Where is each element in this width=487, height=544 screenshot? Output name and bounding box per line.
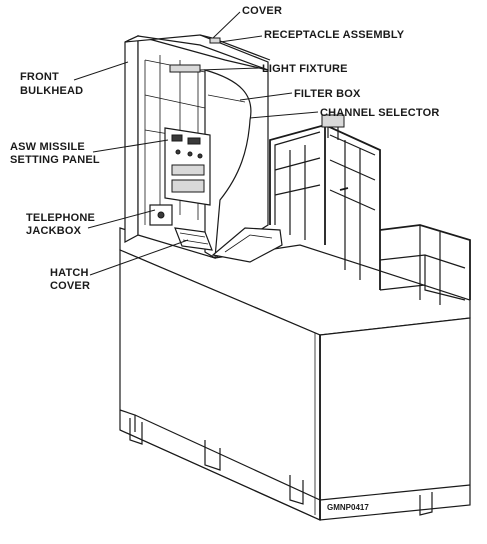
leader-receptacle — [219, 35, 263, 43]
labels: COVER RECEPTACLE ASSEMBLY FRONT BULKHEAD… — [10, 5, 440, 512]
label-hatch-2: COVER — [50, 280, 90, 292]
leader-telephone — [87, 209, 156, 229]
leader-cover — [212, 11, 241, 39]
label-front-bulkhead-2: BULKHEAD — [20, 85, 83, 97]
label-telephone-2: JACKBOX — [26, 225, 82, 237]
leader-light-fixture — [199, 67, 261, 71]
railing-structure — [269, 114, 471, 305]
leader-channel-selector — [249, 111, 319, 119]
label-filter-box: FILTER BOX — [294, 88, 361, 100]
leader-front-bulkhead — [73, 61, 129, 81]
label-hatch-1: HATCH — [50, 267, 89, 279]
leader-lines — [73, 11, 319, 276]
front-bulkhead-cabinet — [124, 34, 271, 260]
base-housing — [119, 227, 471, 521]
label-asw-1: ASW MISSILE — [10, 141, 85, 153]
label-light-fixture: LIGHT FIXTURE — [262, 63, 348, 75]
label-front-bulkhead-1: FRONT — [20, 71, 59, 83]
leader-filter-box — [239, 92, 293, 101]
label-telephone-1: TELEPHONE — [26, 212, 95, 224]
label-receptacle-assembly: RECEPTACLE ASSEMBLY — [264, 29, 405, 41]
figure-code: GMNP0417 — [327, 503, 369, 512]
leader-hatch — [89, 239, 189, 276]
label-channel-selector: CHANNEL SELECTOR — [320, 107, 440, 119]
ramp-wedge — [211, 227, 283, 263]
label-cover: COVER — [242, 5, 282, 17]
label-asw-2: SETTING PANEL — [10, 154, 100, 166]
leader-asw-panel — [92, 139, 169, 153]
